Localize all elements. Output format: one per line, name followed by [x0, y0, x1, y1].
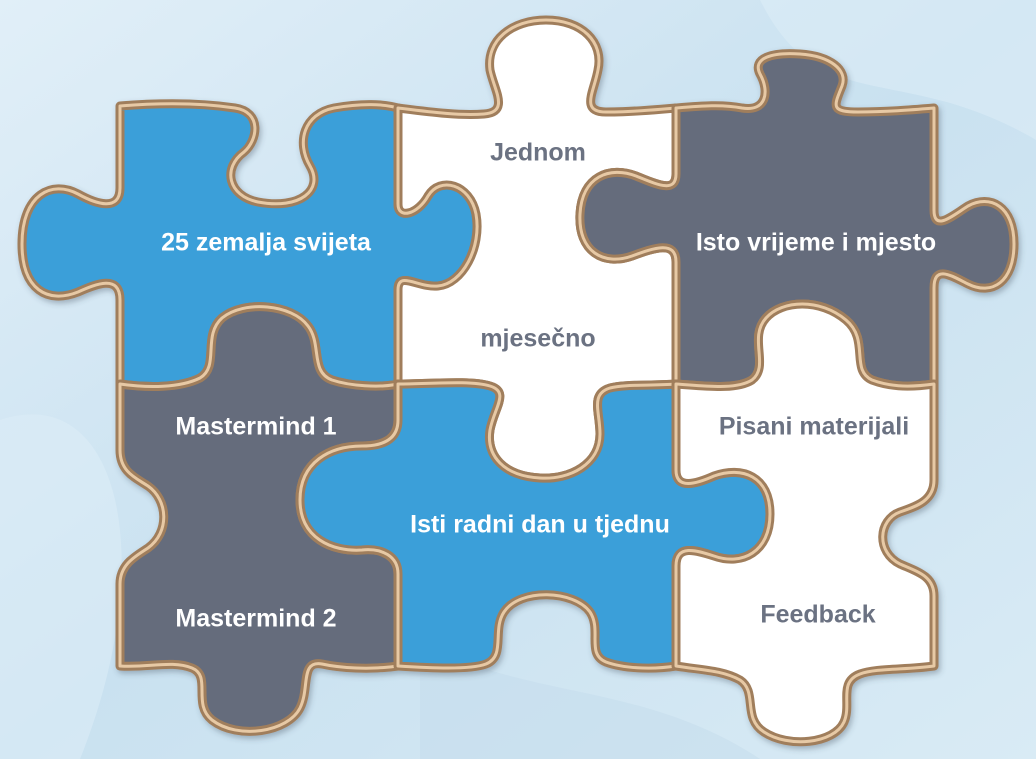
background-shape — [0, 414, 122, 759]
background-shape — [420, 640, 760, 759]
puzzle-piece-bottom-right-rim — [674, 302, 936, 744]
pieces-layer — [17, 15, 1019, 747]
label-feedback: Feedback — [760, 601, 875, 629]
puzzle-piece-top-right-rim — [578, 52, 1016, 388]
label-pisani-materijali: Pisani materijali — [719, 413, 909, 441]
background-shape — [760, 0, 1036, 140]
label-25-zemalja-svijeta: 25 zemalja svijeta — [161, 229, 372, 257]
label-mastermind-2: Mastermind 2 — [175, 605, 336, 633]
label-isto-vrijeme-i-mjesto: Isto vrijeme i mjesto — [696, 229, 936, 257]
label-isti-radni-dan-u-tjednu: Isti radni dan u tjednu — [410, 511, 670, 539]
labels-layer: 25 zemalja svijeta Jednom mjesečno Isto … — [161, 139, 936, 633]
label-mjesecno: mjesečno — [480, 325, 595, 353]
label-jednom: Jednom — [490, 139, 586, 167]
label-mastermind-1: Mastermind 1 — [175, 413, 336, 441]
